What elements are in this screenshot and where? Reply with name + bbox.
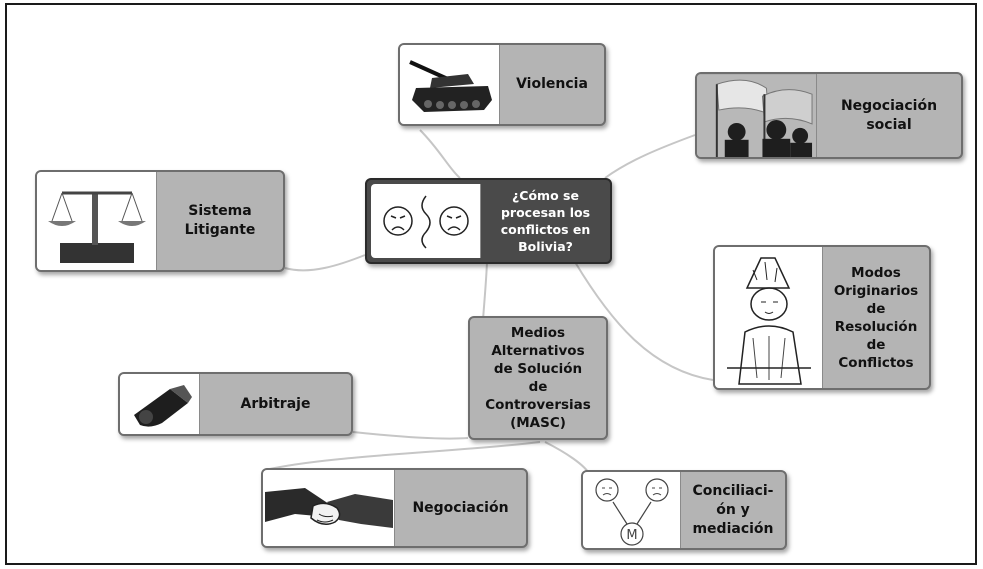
- violencia-node: Violencia: [398, 43, 606, 126]
- arbitraje-node: Arbitraje: [118, 372, 353, 436]
- link-negociacion: [264, 441, 541, 471]
- tank-icon: [400, 45, 500, 124]
- link-modos-originarios: [574, 261, 714, 381]
- handshake-icon: [263, 470, 395, 546]
- link-negociacion-social: [604, 134, 696, 179]
- negociacion-node: Negociación: [261, 468, 528, 548]
- link-arbitraje: [352, 431, 469, 440]
- link-masc: [482, 261, 488, 321]
- mediation-faces-icon: M: [583, 472, 681, 548]
- scales-of-justice-icon: [37, 172, 157, 270]
- mediator-letter: M: [626, 528, 637, 543]
- protest-flags-icon: [697, 74, 817, 157]
- indigenous-figure-icon: [715, 247, 823, 388]
- sad-faces-icon: [371, 184, 481, 258]
- negociacion-label: Negociación: [412, 499, 509, 516]
- arbitraje-label: Arbitraje: [240, 395, 311, 412]
- link-violencia: [419, 129, 461, 179]
- whistle-icon: [120, 374, 200, 434]
- violencia-label: Violencia: [516, 76, 588, 92]
- link-sistema-litigante: [284, 254, 366, 272]
